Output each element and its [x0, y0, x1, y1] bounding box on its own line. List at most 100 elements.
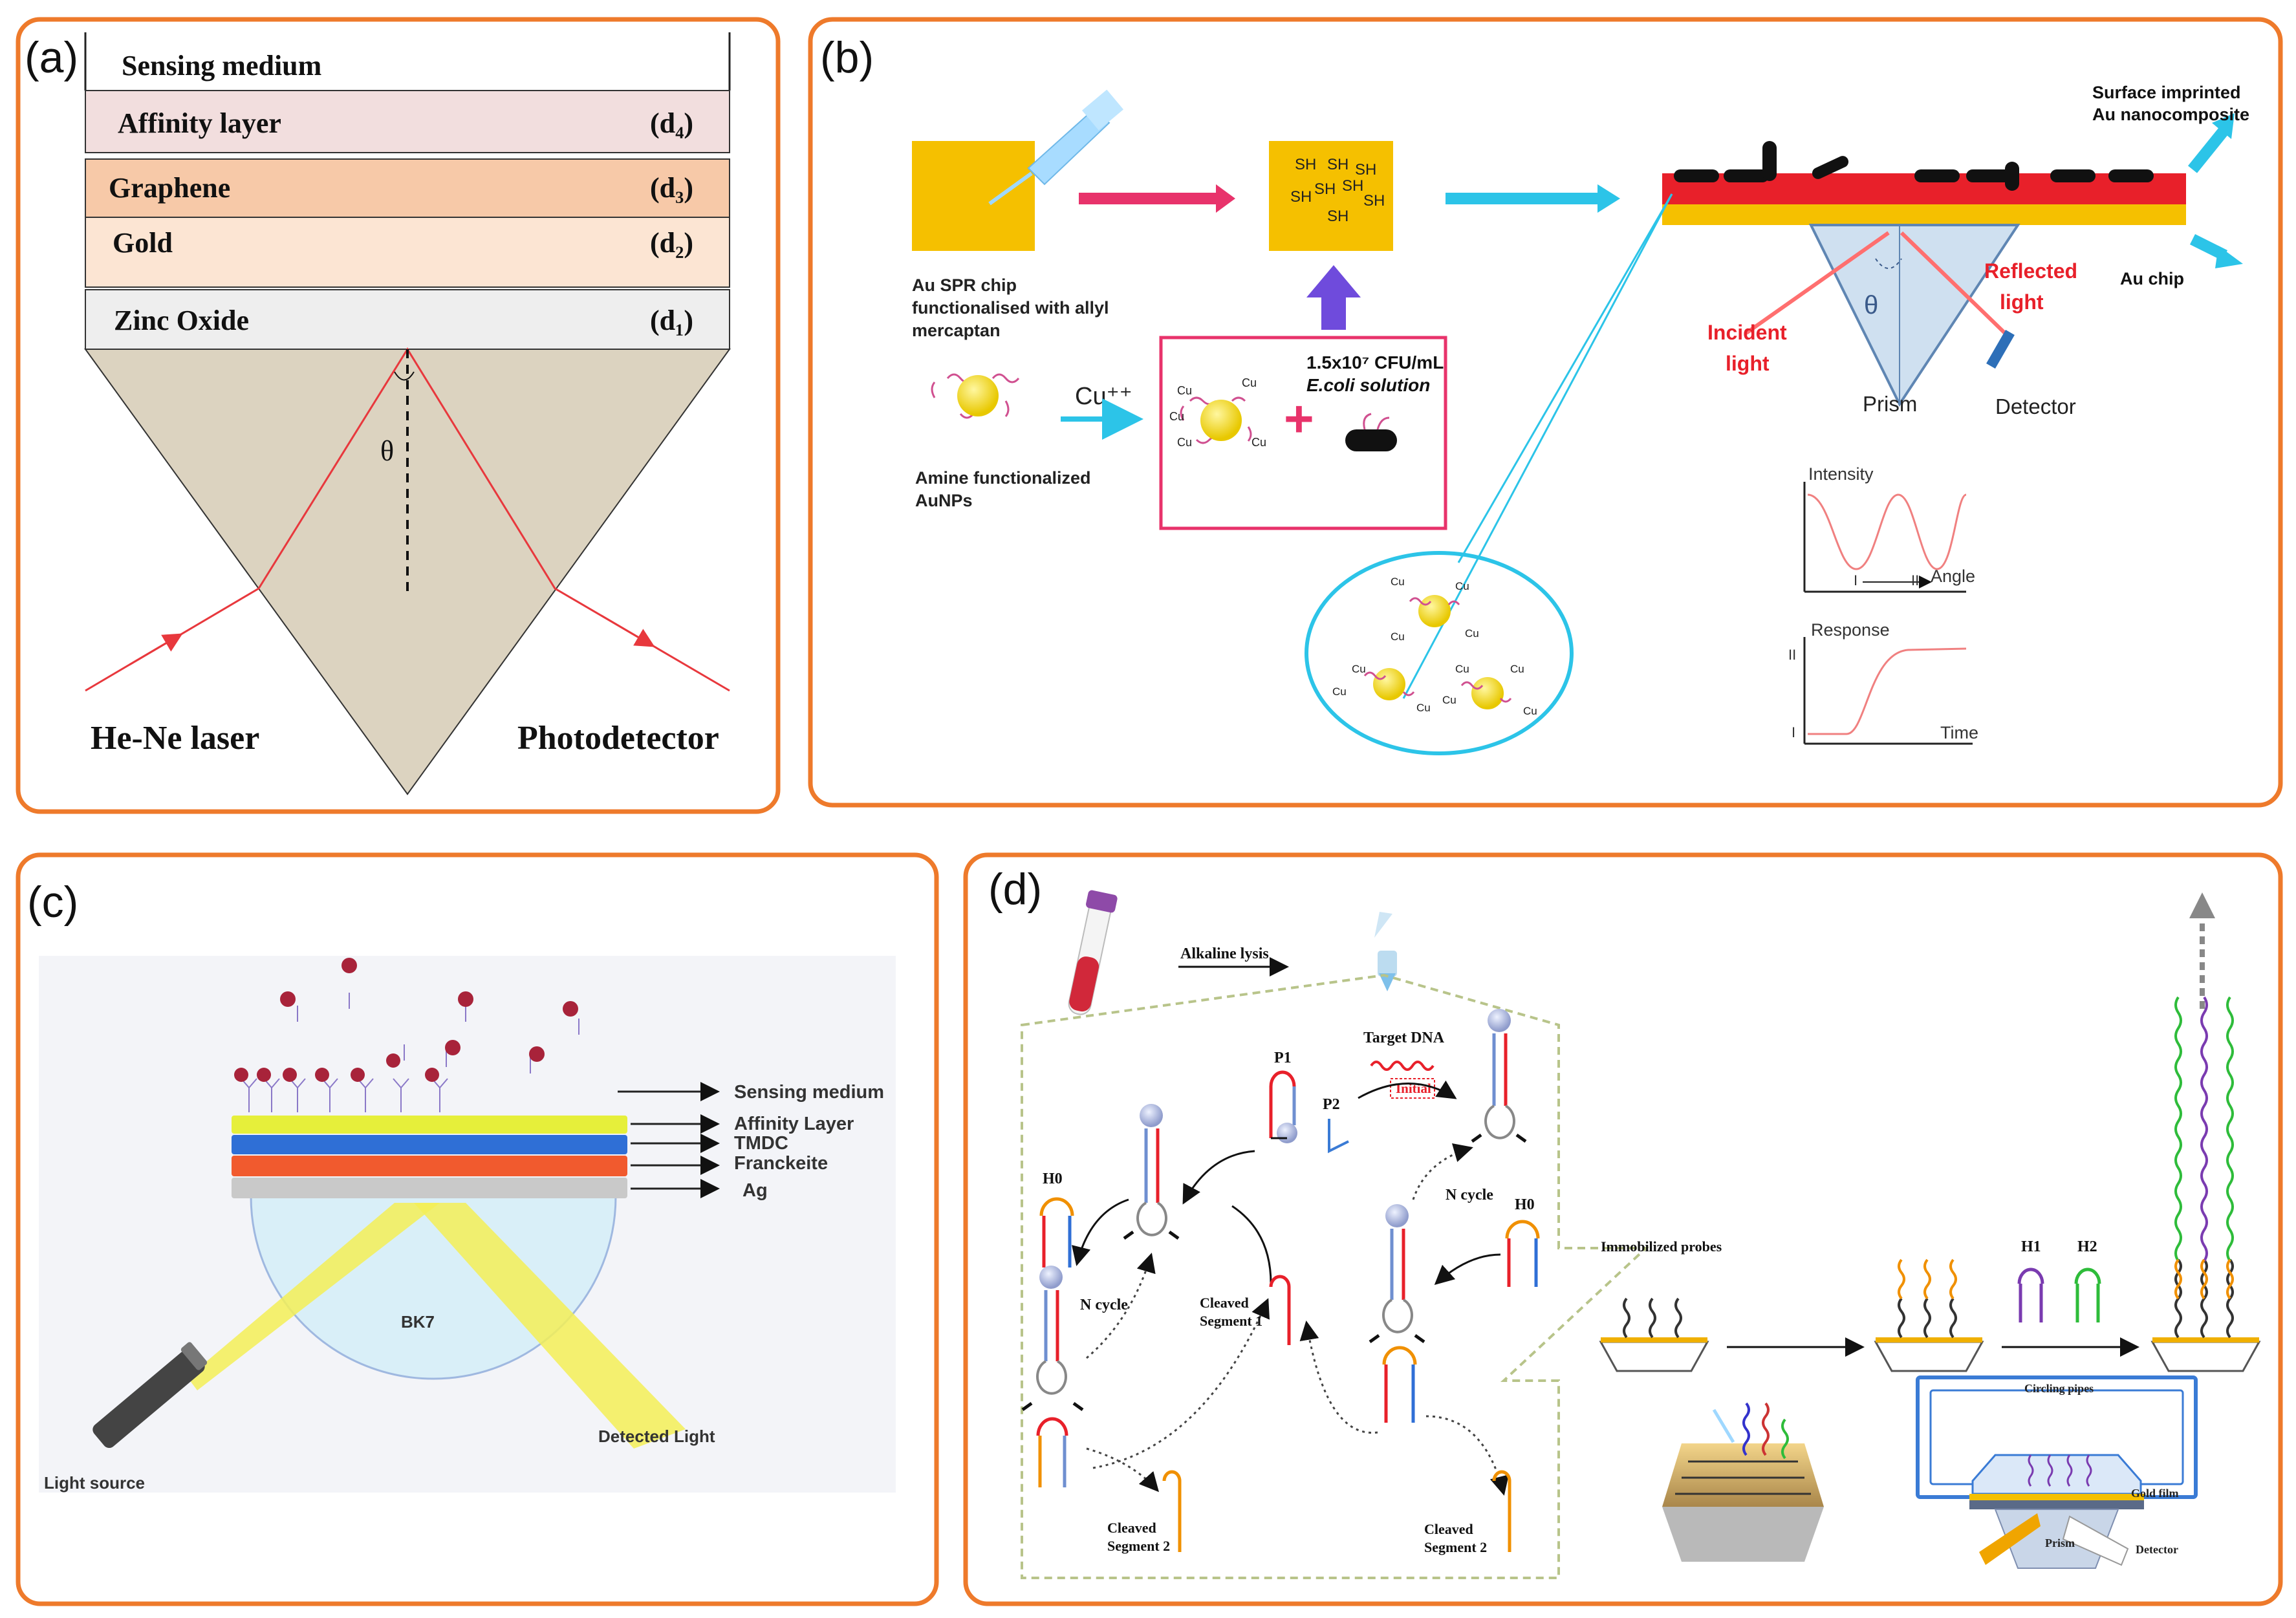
antibodies — [241, 993, 579, 1112]
layer-graphene: Graphene — [109, 172, 230, 204]
target-dna-label: Target DNA — [1363, 1030, 1445, 1046]
sh-chip — [1269, 141, 1393, 251]
tag-d4: (d₄) — [650, 107, 693, 139]
incident-label-2: light — [1726, 352, 1770, 375]
flow-cell — [1916, 1375, 2198, 1569]
layer-zinc-oxide: Zinc Oxide — [114, 305, 249, 336]
prism-d-label: Prism — [2045, 1537, 2075, 1549]
pipette-icon — [988, 89, 1124, 206]
ecoli-solution: E.coli solution — [1306, 375, 1430, 395]
tube-icon — [1374, 912, 1397, 991]
photodetector-label: Photodetector — [517, 720, 719, 757]
label-detected-light: Detected Light — [598, 1427, 715, 1446]
prism-b — [1808, 224, 2020, 407]
gold-film-label: Gold film — [2131, 1487, 2179, 1500]
panel-c: (c) — [16, 852, 939, 1606]
arrow-magenta — [1216, 184, 1235, 213]
label-ag: Ag — [742, 1180, 768, 1201]
mb-duplex-top — [1471, 1009, 1527, 1143]
layer-gold: Gold — [113, 227, 173, 259]
hairpin-h0-left — [1039, 1197, 1074, 1267]
chip-caption-3: mercaptan — [912, 321, 1001, 340]
tag-d2: (d₂) — [650, 227, 693, 259]
label-bk7: BK7 — [401, 1312, 435, 1332]
p1-label: P1 — [1274, 1050, 1292, 1066]
h0-label-right: H0 — [1515, 1196, 1535, 1213]
affinity-layer — [85, 90, 730, 153]
svg-text:Cu: Cu — [1332, 685, 1347, 698]
layer-franckeite — [232, 1156, 627, 1176]
sh-5: SH — [1342, 177, 1363, 195]
arrow-purple — [1306, 265, 1361, 297]
sh-3: SH — [1355, 161, 1376, 178]
mark-ii: II — [1911, 572, 1919, 588]
panel-b: (b) Au SPR chip functionalised with ally… — [808, 17, 2283, 808]
tag-d3: (d₃) — [650, 172, 693, 204]
cleaved1-line1: Cleaved — [1200, 1295, 1249, 1311]
ecoli-concentration: 1.5x10⁷ CFU/mL — [1306, 352, 1444, 372]
layer-affinity-c — [232, 1116, 627, 1134]
n-cycle-left: N cycle — [1080, 1297, 1128, 1313]
n-cycle-right: N cycle — [1446, 1187, 1493, 1203]
chip-caption-2: functionalised with allyl — [912, 298, 1109, 318]
chip-hcr — [2150, 996, 2261, 1372]
prism-b-label: Prism — [1863, 392, 1917, 416]
layer-sensing-medium: Sensing medium — [122, 50, 321, 81]
response-ylabel: Response — [1811, 620, 1890, 640]
p2-label: P2 — [1323, 1096, 1340, 1113]
label-franckeite: Franckeite — [734, 1153, 828, 1174]
reflected-label-1: Reflected — [1984, 259, 2077, 283]
svg-text:Cu: Cu — [1523, 705, 1537, 717]
svg-text:Cu: Cu — [1251, 436, 1266, 449]
cleaved2-left-line1: Cleaved — [1107, 1520, 1156, 1536]
sh-8: SH — [1327, 208, 1348, 225]
detector-icon — [1986, 330, 2015, 369]
panel-a: (a) Sensing medium Affinity layer (d₄) G… — [16, 17, 781, 814]
layer-ag — [232, 1178, 627, 1198]
svg-text:Cu: Cu — [1465, 627, 1479, 640]
reaction-enclosure — [1021, 973, 1650, 1579]
arrow-cyan — [1597, 184, 1620, 213]
h2-label: H2 — [2077, 1238, 2097, 1255]
au-chip-label: Au chip — [2120, 269, 2184, 288]
h0-label-left: H0 — [1043, 1170, 1063, 1187]
zinc-oxide-layer — [85, 289, 730, 350]
incident-label-1: Incident — [1707, 321, 1787, 344]
reaction-box — [1159, 336, 1447, 530]
panel-a-label: (a) — [25, 33, 78, 82]
circling-pipes-label: Circling pipes — [2024, 1382, 2094, 1395]
cu-ion-label: Cu⁺⁺ — [1075, 383, 1132, 410]
mb-duplex-mid — [1123, 1104, 1180, 1240]
svg-text:Cu: Cu — [1442, 694, 1457, 706]
reflected-label-2: light — [2000, 290, 2044, 314]
mb-duplex-right — [1369, 1204, 1425, 1423]
label-sensing-medium: Sensing medium — [734, 1082, 884, 1103]
sh-1: SH — [1295, 156, 1316, 173]
angle-xlabel: Angle — [1931, 566, 1975, 586]
theta-b: θ — [1864, 291, 1878, 319]
surface-label-1: Surface imprinted — [2092, 83, 2241, 102]
svg-text:Cu: Cu — [1169, 410, 1184, 423]
reflected-beam — [1900, 231, 2010, 338]
hairpin-h0-right — [1505, 1220, 1540, 1287]
sh-6: SH — [1290, 188, 1312, 206]
cleaved1-line2: Segment 1 — [1200, 1313, 1262, 1329]
surface-label-2: Au nanocomposite — [2092, 105, 2249, 124]
ecoli-bacterium-icon — [1345, 413, 1397, 451]
cleaved-segment-1 — [1269, 1275, 1291, 1345]
aunp-particle — [931, 373, 1020, 419]
svg-text:Cu: Cu — [1391, 576, 1405, 588]
panel-d: (d) Alkaline lysis P1 P2 Target D — [963, 852, 2283, 1606]
chip-captured — [1874, 1258, 1984, 1372]
detector-d-label: Detector — [2136, 1543, 2178, 1556]
bk7-prism — [250, 1195, 617, 1380]
hairpin-h1 — [2017, 1267, 2044, 1322]
label-light-source: Light source — [44, 1473, 145, 1493]
immobilized-probes-label: Immobilized probes — [1601, 1238, 1722, 1255]
incident-light-beam — [188, 1203, 440, 1390]
imprinted-bacteria — [1674, 141, 2154, 191]
layer-arrows — [618, 1082, 720, 1198]
theta-label: θ — [380, 435, 394, 467]
target-dna — [1370, 1061, 1435, 1071]
